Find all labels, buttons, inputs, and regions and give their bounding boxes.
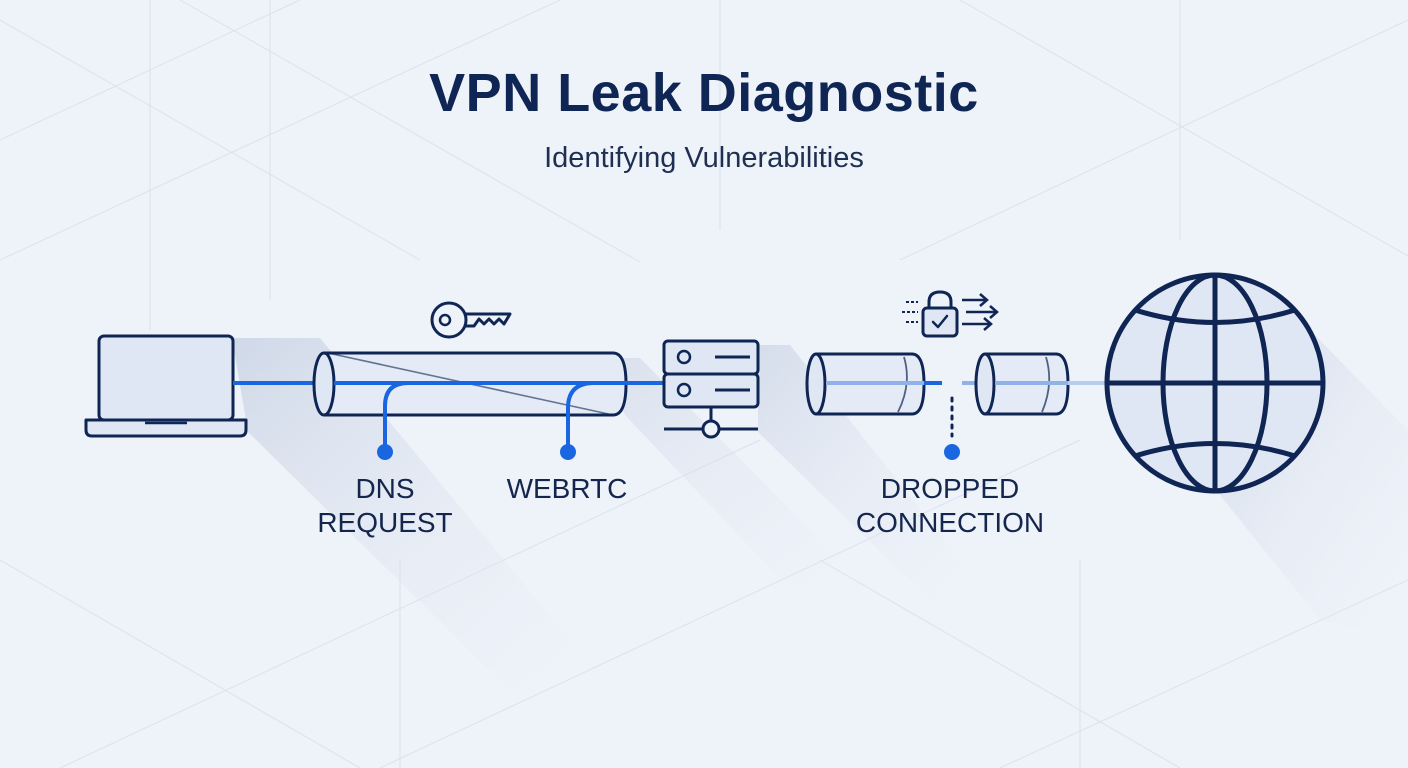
webrtc-leak-path	[560, 381, 626, 460]
laptop-icon	[84, 334, 248, 438]
page-title: VPN Leak Diagnostic	[429, 63, 979, 123]
dns-leak-path	[377, 381, 612, 460]
globe-icon	[1104, 272, 1326, 494]
webrtc-label-text: WEBRTC	[506, 473, 628, 504]
key-icon	[430, 301, 512, 339]
lock-transfer-icon	[902, 290, 999, 338]
dns-request-label: DNS REQUEST	[300, 472, 470, 540]
dns-label-line2: REQUEST	[317, 507, 453, 538]
vpn-tunnel-segment	[974, 352, 1070, 416]
dropped-connection-label: DROPPED CONNECTION	[820, 472, 1080, 540]
dropped-label-line2: CONNECTION	[855, 507, 1045, 538]
dns-label-line1: DNS	[355, 473, 415, 504]
dropped-connection-break	[924, 381, 978, 460]
vpn-tunnel-segment	[805, 352, 926, 416]
webrtc-label: WEBRTC	[482, 472, 652, 506]
page-subtitle: Identifying Vulnerabilities	[544, 142, 864, 174]
server-icon	[662, 339, 760, 439]
dropped-label-line1: DROPPED	[880, 473, 1020, 504]
